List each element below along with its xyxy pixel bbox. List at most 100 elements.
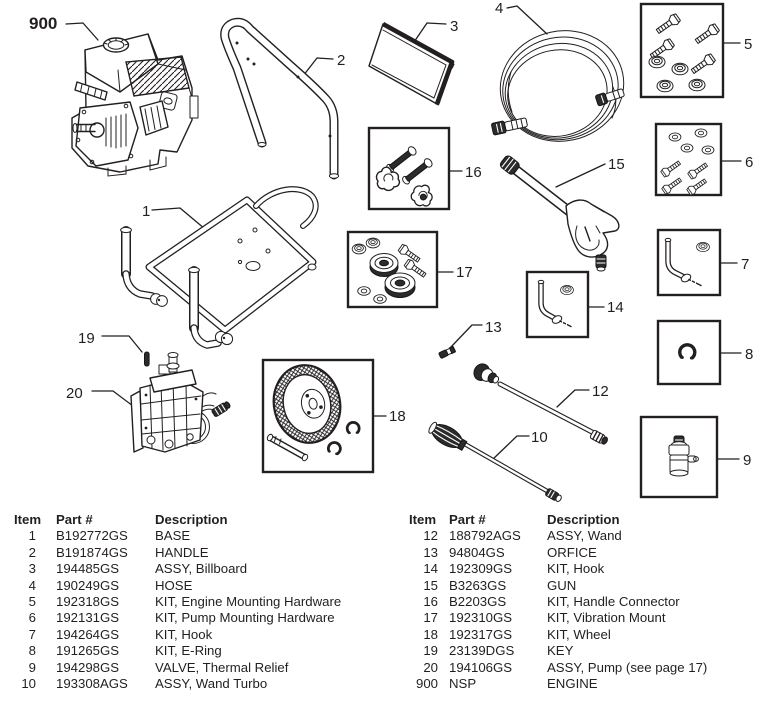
callout-3: 3 xyxy=(450,18,458,35)
part-number-cell: 188792AGS xyxy=(449,528,521,544)
item-cell: 3 xyxy=(28,561,36,577)
description-cell: KIT, E-Ring xyxy=(155,643,222,659)
callout-18: 18 xyxy=(389,408,406,425)
description-cell: GUN xyxy=(547,577,577,593)
column-header-description: Description xyxy=(547,512,620,527)
part-number-cell: NSP xyxy=(449,675,477,691)
item-cell: 4 xyxy=(28,577,36,593)
callout-leader-lines xyxy=(65,5,742,461)
callout-13: 13 xyxy=(485,319,502,336)
parts-table-left: Item Part # Description 1 B192772GS BASE… xyxy=(14,512,365,692)
callout-2: 2 xyxy=(337,52,345,69)
kit-pump-mounting-hardware-illustration xyxy=(654,122,723,197)
callout-7: 7 xyxy=(741,256,749,273)
description-cell: VALVE, Thermal Relief xyxy=(155,659,289,675)
description-cell: HOSE xyxy=(155,577,193,593)
description-cell: ASSY, Wand Turbo xyxy=(155,675,268,691)
callout-4: 4 xyxy=(495,0,503,17)
key-illustration xyxy=(144,351,150,367)
part-number-cell: 194485GS xyxy=(56,561,120,577)
callout-5: 5 xyxy=(744,36,752,53)
item-cell: 16 xyxy=(423,593,438,609)
base-frame-illustration xyxy=(120,186,319,349)
wand-illustration xyxy=(473,363,608,445)
part-number-cell: 194298GS xyxy=(56,659,120,675)
callout-19: 19 xyxy=(78,330,95,347)
part-number-cell: 192309GS xyxy=(449,561,513,577)
kit-wheel-illustration xyxy=(261,358,375,474)
item-cell: 13 xyxy=(423,544,438,560)
part-number-cell: 191265GS xyxy=(56,643,120,659)
callout-12: 12 xyxy=(592,383,609,400)
item-cell: 2 xyxy=(28,544,36,560)
item-cell: 7 xyxy=(28,626,36,642)
description-cell: ASSY, Billboard xyxy=(155,561,248,577)
part-number-cell: 194106GS xyxy=(449,659,513,675)
description-cell: ASSY, Wand xyxy=(547,528,622,544)
item-cell: 10 xyxy=(21,675,36,691)
description-cell: ORFICE xyxy=(547,544,597,560)
callout-9: 9 xyxy=(743,452,751,469)
description-cell: ENGINE xyxy=(547,675,598,691)
item-cell: 20 xyxy=(423,659,438,675)
callout-900: 900 xyxy=(29,14,57,33)
item-cell: 18 xyxy=(423,626,438,642)
item-cell: 17 xyxy=(423,610,438,626)
description-cell: KIT, Hook xyxy=(155,626,213,642)
column-header-item: Item xyxy=(409,512,437,527)
kit-vibration-mount-illustration xyxy=(346,230,439,309)
callout-20: 20 xyxy=(66,385,83,402)
column-header-item: Item xyxy=(14,512,42,527)
billboard-illustration xyxy=(368,21,455,106)
spray-gun-illustration xyxy=(499,155,620,272)
part-number-cell: 192131GS xyxy=(56,610,120,626)
description-cell: ASSY, Pump (see page 17) xyxy=(547,659,708,675)
item-cell: 900 xyxy=(415,675,438,691)
item-cell: 8 xyxy=(28,643,36,659)
description-cell: KIT, Vibration Mount xyxy=(547,610,666,626)
column-header-description: Description xyxy=(155,512,228,527)
callout-labels: 900 1 2 3 4 5 6 7 8 9 10 12 13 14 15 16 … xyxy=(29,0,753,469)
pump-illustration xyxy=(130,352,231,453)
item-cell: 6 xyxy=(28,610,36,626)
item-cell: 19 xyxy=(423,643,438,659)
kit-hook-illustration xyxy=(656,228,722,297)
part-number-cell: B3263GS xyxy=(449,577,507,593)
column-header-part: Part # xyxy=(449,512,486,527)
description-cell: HANDLE xyxy=(155,544,209,560)
description-cell: KIT, Engine Mounting Hardware xyxy=(155,593,342,609)
part-number-cell: 192310GS xyxy=(449,610,513,626)
part-number-cell: 192317GS xyxy=(449,626,513,642)
item-cell: 9 xyxy=(28,659,36,675)
kit-e-ring-illustration xyxy=(656,319,722,386)
callout-6: 6 xyxy=(745,154,753,171)
column-header-part: Part # xyxy=(56,512,93,527)
description-cell: KIT, Hook xyxy=(547,561,605,577)
callout-8: 8 xyxy=(745,346,753,363)
parts-table-right: Item Part # Description 12 188792AGS ASS… xyxy=(409,512,765,692)
part-number-cell: B2203GS xyxy=(449,593,507,609)
part-number-cell: 192318GS xyxy=(56,593,120,609)
callout-1: 1 xyxy=(142,203,150,220)
kit-hook-14-illustration xyxy=(525,270,590,339)
item-cell: 14 xyxy=(423,561,438,577)
part-number-cell: 23139DGS xyxy=(449,643,515,659)
part-number-cell: B191874GS xyxy=(56,544,128,560)
part-number-cell: 190249GS xyxy=(56,577,120,593)
part-number-cell: 94804GS xyxy=(449,544,505,560)
callout-15: 15 xyxy=(608,156,625,173)
kit-handle-connector-illustration xyxy=(367,126,451,211)
item-cell: 12 xyxy=(423,528,438,544)
engine-illustration xyxy=(71,33,199,177)
item-cell: 5 xyxy=(28,593,36,609)
part-number-cell: B192772GS xyxy=(56,528,128,544)
callout-17: 17 xyxy=(456,264,473,281)
valve-thermal-relief-illustration xyxy=(639,415,719,499)
callout-10: 10 xyxy=(531,429,548,446)
callout-14: 14 xyxy=(607,299,624,316)
description-cell: KIT, Wheel xyxy=(547,626,611,642)
hose-illustration xyxy=(491,30,625,142)
orifice-illustration xyxy=(438,345,456,359)
description-cell: KIT, Pump Mounting Hardware xyxy=(155,610,335,626)
